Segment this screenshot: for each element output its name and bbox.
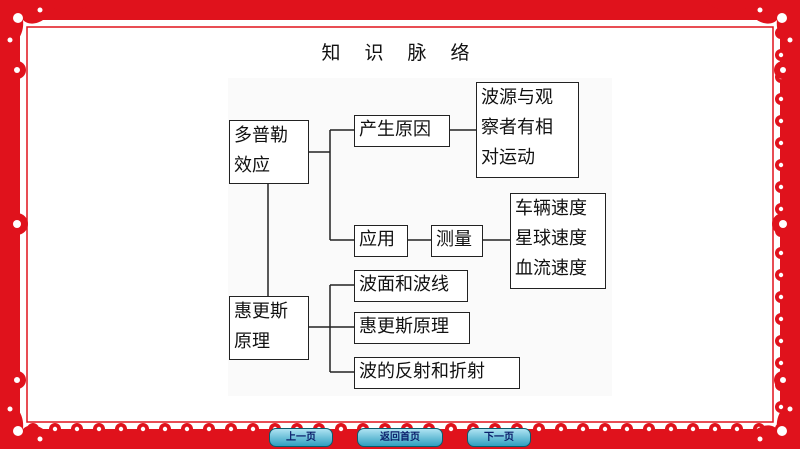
node-speeds: 车辆速度 星球速度 血流速度 (510, 193, 606, 289)
node-measure: 测量 (431, 225, 483, 257)
node-wavefront: 波面和波线 (354, 270, 468, 302)
node-reflection-refraction: 波的反射和折射 (354, 357, 520, 389)
home-button[interactable]: 返回首页 (357, 428, 443, 447)
page-title: 知 识 脉 络 (321, 42, 479, 64)
prev-page-button[interactable]: 上一页 (269, 428, 333, 447)
node-application: 应用 (354, 225, 408, 257)
node-cause: 产生原因 (354, 115, 450, 147)
node-relative-motion: 波源与观 察者有相 对运动 (476, 82, 579, 178)
node-doppler-effect: 多普勒 效应 (229, 120, 309, 184)
node-huygens: 惠更斯 原理 (229, 296, 309, 360)
node-huygens-principle: 惠更斯原理 (354, 312, 470, 344)
next-page-button[interactable]: 下一页 (467, 428, 531, 447)
